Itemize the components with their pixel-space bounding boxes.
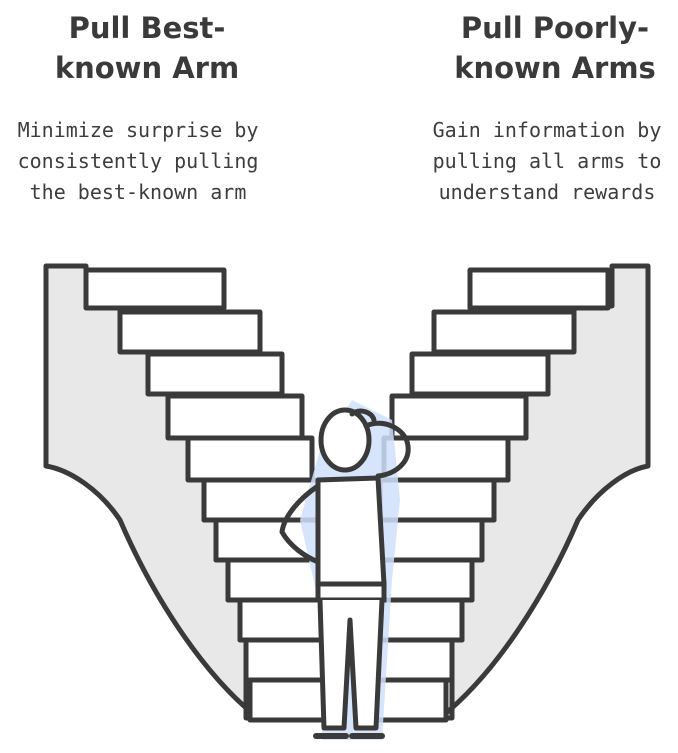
person-thinking-icon — [279, 400, 411, 740]
left-staircase-icon — [43, 263, 335, 723]
right-title-line2: known Arms — [454, 51, 656, 85]
left-step-11 — [247, 677, 329, 723]
right-step-4 — [389, 393, 529, 441]
left-step-4 — [165, 393, 305, 441]
right-title-line1: Pull Poorly- — [460, 11, 650, 45]
right-step-1 — [467, 267, 611, 311]
right-desc-line3: understand rewards — [438, 180, 656, 204]
left-step-1 — [83, 267, 227, 311]
right-staircase-icon — [365, 263, 651, 723]
left-desc-line2: consistently pulling — [17, 149, 259, 173]
left-step-10 — [243, 637, 333, 683]
left-option-title: Pull Best- known Arm — [0, 8, 297, 88]
right-desc-line2: pulling all arms to — [432, 149, 662, 173]
right-desc-line1: Gain information by — [432, 118, 662, 142]
left-desc-line1: Minimize surprise by — [17, 118, 259, 142]
right-step-5 — [381, 435, 511, 483]
left-step-5 — [185, 435, 315, 483]
right-steps — [365, 267, 611, 723]
right-step-2 — [431, 309, 577, 355]
right-option-description: Gain information by pulling all arms to … — [397, 115, 678, 208]
right-step-3 — [409, 351, 551, 397]
left-option-description: Minimize surprise by consistently pullin… — [0, 115, 288, 208]
left-step-3 — [145, 351, 285, 397]
left-title-line1: Pull Best- — [68, 11, 226, 45]
left-desc-line3: the best-known arm — [29, 180, 247, 204]
left-step-2 — [117, 309, 263, 355]
left-title-line2: known Arm — [54, 51, 240, 85]
right-option-title: Pull Poorly- known Arms — [405, 8, 678, 88]
left-steps — [83, 267, 335, 723]
